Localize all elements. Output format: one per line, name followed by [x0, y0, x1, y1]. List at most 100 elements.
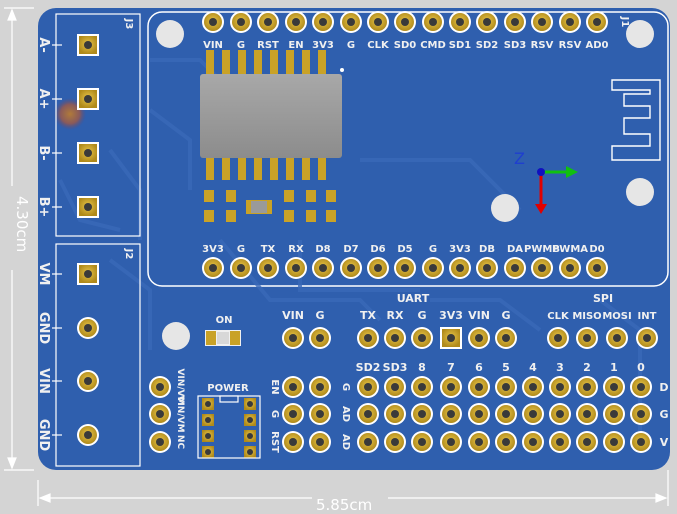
gpio-top-label-4: 7 — [447, 361, 455, 374]
power-right-label-1: EN — [269, 379, 280, 394]
power-header-pin-1-1 — [202, 398, 214, 410]
j1-label-15: AD0 — [586, 40, 609, 51]
gpio-side-label-2: G — [659, 408, 668, 421]
gpio-pin-5-2 — [468, 403, 490, 425]
gpio-row-label-1: G — [340, 383, 351, 391]
power-right-label-3: RST — [269, 431, 280, 453]
j1-label-1: VIN — [203, 40, 223, 51]
bottom-label-11: DB — [479, 244, 495, 255]
j1-label-3: RST — [257, 40, 279, 51]
gpio-top-label-2: SD3 — [383, 361, 408, 374]
spi-label-2: MISO — [572, 311, 601, 322]
terminal-block-j3 — [55, 13, 141, 237]
pads-layer — [77, 11, 658, 458]
bottom-label-6: D7 — [343, 244, 358, 255]
spi-title: SPI — [593, 292, 613, 305]
spi-label-4: INT — [638, 311, 657, 322]
gpio-pin-4-3 — [440, 431, 462, 453]
gpio-pin-4-1 — [440, 376, 462, 398]
bottom-label-15: D0 — [589, 244, 604, 255]
j2-label-1: VM — [36, 263, 51, 286]
j3-pad-2 — [77, 88, 99, 110]
bottom-label-3: TX — [261, 244, 276, 255]
uart-pin-3 — [411, 327, 433, 349]
gpio-top-label-8: 3 — [556, 361, 564, 374]
power-header-pin-2-1 — [244, 398, 256, 410]
gpio-top-label-9: 2 — [583, 361, 591, 374]
j1-label-14: RSV — [559, 40, 582, 51]
j3-label-2: A+ — [36, 89, 51, 110]
uart-label-2: RX — [387, 309, 404, 322]
power-header-pin-1-4 — [202, 446, 214, 458]
j1-label-12: SD3 — [504, 40, 527, 51]
bottom-pin-3 — [257, 257, 279, 279]
j1-label-10: SD1 — [449, 40, 472, 51]
j2-pad-2 — [77, 317, 99, 339]
mount-hole-1 — [156, 20, 184, 48]
bottom-pin-4 — [285, 257, 307, 279]
j3-pad-4 — [77, 196, 99, 218]
smd-passives — [204, 190, 336, 222]
power-left-pin-2 — [149, 403, 171, 425]
vin-g-pin-2 — [309, 327, 331, 349]
power-header-pin-1-2 — [202, 414, 214, 426]
power-left-label-1: VIN/VM — [175, 368, 185, 405]
axis-indicator: Z — [514, 149, 578, 214]
j1-label-11: SD2 — [476, 40, 499, 51]
gpio-pin-1-1 — [357, 376, 379, 398]
spi-pin-3 — [606, 327, 628, 349]
j1-pin-1 — [202, 11, 224, 33]
gpio-pin-11-3 — [630, 431, 652, 453]
j2-label-2: GND — [36, 312, 51, 345]
width-dimension-label: 5.85cm — [316, 496, 372, 514]
j1-pin-5 — [312, 11, 334, 33]
uart-pin-4 — [440, 327, 462, 349]
power-left-label-3: NC — [175, 435, 185, 450]
mount-hole-2 — [626, 20, 654, 48]
j3-label-1: A- — [36, 37, 51, 52]
power-left-label-2: VIN/VM — [175, 395, 185, 432]
bottom-pin-14 — [559, 257, 581, 279]
j3-ref-label: J3 — [123, 18, 134, 30]
on-label: ON — [216, 315, 233, 326]
j1-pin-3 — [257, 11, 279, 33]
dimension-lines — [4, 7, 669, 506]
j1-label-2: G — [237, 40, 245, 51]
antenna-trace — [611, 79, 661, 161]
bottom-label-12: DA — [507, 244, 523, 255]
j2-pad-4 — [77, 424, 99, 446]
j1-pin-12 — [504, 11, 526, 33]
gpio-pin-2-1 — [384, 376, 406, 398]
j2-pad-1 — [77, 263, 99, 285]
gpio-pin-9-3 — [576, 431, 598, 453]
power-right-label-2: G — [269, 410, 280, 418]
power-header-pin-2-3 — [244, 430, 256, 442]
gpio-top-label-6: 5 — [502, 361, 510, 374]
j1-pin-7 — [367, 11, 389, 33]
power-left-pin-3 — [149, 431, 171, 453]
j3-label-3: B- — [36, 145, 51, 160]
j1-pin-4 — [285, 11, 307, 33]
gpio-pin-3-3 — [411, 431, 433, 453]
j1-label-7: CLK — [367, 40, 390, 51]
gpio-left-pin-1-1 — [282, 376, 304, 398]
vin-g-pin-1 — [282, 327, 304, 349]
j3-label-4: B+ — [36, 197, 51, 218]
height-dimension-label: 4.30cm — [13, 196, 31, 252]
mount-hole-3 — [491, 194, 519, 222]
j2-pad-3 — [77, 370, 99, 392]
power-header-notch — [219, 395, 239, 403]
j1-pin-11 — [476, 11, 498, 33]
bottom-pin-15 — [586, 257, 608, 279]
gpio-pin-10-2 — [603, 403, 625, 425]
gpio-pin-7-3 — [522, 431, 544, 453]
j1-pin-8 — [394, 11, 416, 33]
uart-pin-1 — [357, 327, 379, 349]
j1-ref-label: J1 — [619, 16, 630, 28]
bottom-label-8: D5 — [397, 244, 412, 255]
gpio-pin-5-1 — [468, 376, 490, 398]
terminal-block-j2 — [55, 243, 141, 467]
spi-pin-1 — [547, 327, 569, 349]
gpio-left-pin-2-3 — [309, 431, 331, 453]
